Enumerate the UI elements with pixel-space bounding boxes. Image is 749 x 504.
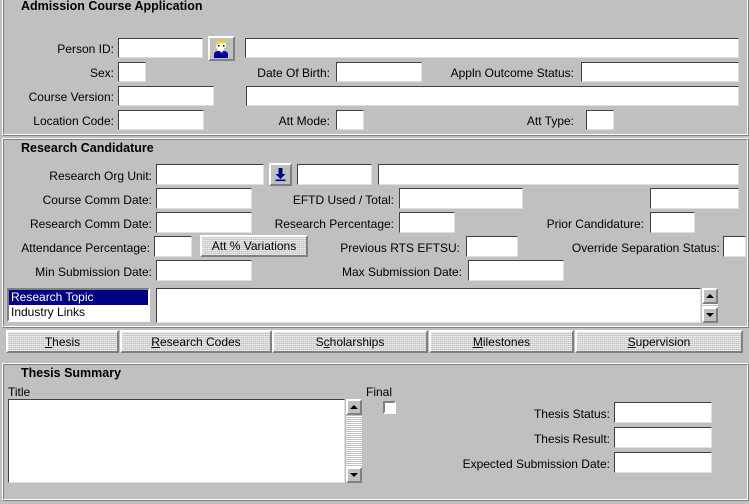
- research-comm-date-label: Research Comm Date:: [29, 217, 152, 231]
- scroll-up-button[interactable]: [702, 288, 718, 304]
- max-submission-date-label: Max Submission Date:: [341, 265, 462, 279]
- research-org-unit-code-input[interactable]: [297, 164, 372, 185]
- accelerator-char: S: [627, 334, 636, 349]
- accelerator-char: T: [44, 334, 53, 349]
- listbox-item[interactable]: Research Topic: [9, 290, 148, 305]
- appln-outcome-status-input[interactable]: [581, 62, 739, 82]
- att-mode-input[interactable]: [336, 110, 364, 130]
- scroll-down-button[interactable]: [702, 307, 718, 323]
- max-submission-date-input[interactable]: [468, 260, 564, 281]
- thesis-result-input[interactable]: [614, 427, 712, 448]
- scroll-up-icon: [350, 405, 358, 409]
- thesis-scroll-down-button[interactable]: [346, 467, 362, 483]
- scroll-up-icon: [706, 294, 714, 298]
- thesis-title-textarea[interactable]: [8, 399, 345, 483]
- prior-candidature-label: Prior Candidature:: [546, 217, 644, 231]
- course-name-input[interactable]: [246, 86, 739, 106]
- eftd-used-total-label: EFTD Used / Total:: [292, 193, 394, 207]
- tab-button-milestones[interactable]: Milestones: [429, 330, 574, 353]
- date-of-birth-input[interactable]: [336, 62, 422, 82]
- research-org-unit-dropdown-button[interactable]: [269, 163, 292, 186]
- accelerator-char: R: [151, 334, 160, 349]
- tab-button-label: Supervision: [627, 334, 691, 349]
- research-org-unit-input[interactable]: [156, 164, 264, 185]
- research-topic-detail-textarea[interactable]: [156, 288, 701, 323]
- previous-rts-eftsu-input[interactable]: [466, 236, 518, 257]
- min-submission-date-label: Min Submission Date:: [35, 265, 152, 279]
- att-percent-variations-button[interactable]: Att % Variations: [200, 235, 308, 257]
- thesis-group-title: Thesis Summary: [18, 366, 125, 380]
- research-percentage-label: Research Percentage:: [274, 217, 394, 231]
- admission-group-title: Admission Course Application: [18, 0, 206, 13]
- appln-outcome-status-label: Appln Outcome Status:: [450, 66, 574, 80]
- person-name-input[interactable]: [245, 38, 739, 58]
- tab-button-thesis[interactable]: Thesis: [6, 330, 119, 353]
- down-arrow-icon: [275, 168, 286, 182]
- final-checkbox[interactable]: [383, 401, 396, 414]
- thesis-scroll-up-button[interactable]: [346, 399, 362, 415]
- location-code-label: Location Code:: [33, 114, 114, 128]
- research-group-title: Research Candidature: [18, 141, 157, 155]
- tab-button-research-codes[interactable]: Research Codes: [120, 330, 272, 353]
- person-lookup-button[interactable]: [208, 36, 235, 61]
- course-version-label: Course Version:: [28, 90, 114, 104]
- tab-button-scholarships[interactable]: Scholarships: [272, 330, 428, 353]
- research-comm-date-input[interactable]: [156, 212, 252, 233]
- research-org-unit-label: Research Org Unit:: [49, 169, 152, 183]
- research-topic-scrollbar[interactable]: [702, 288, 718, 323]
- person-id-input[interactable]: [118, 38, 203, 58]
- person-id-label: Person ID:: [57, 42, 114, 56]
- final-label: Final: [366, 385, 393, 399]
- tab-button-label: Milestones: [472, 334, 531, 349]
- min-submission-date-input[interactable]: [156, 260, 252, 281]
- listbox-item[interactable]: Industry Links: [11, 305, 86, 319]
- override-separation-status-input[interactable]: [723, 236, 746, 257]
- date-of-birth-label: Date Of Birth:: [257, 66, 330, 80]
- research-percentage-input[interactable]: [399, 212, 455, 233]
- override-separation-status-label: Override Separation Status:: [571, 241, 720, 255]
- thesis-title-label: Title: [8, 385, 31, 399]
- accelerator-char: M: [472, 334, 483, 349]
- thesis-result-label: Thesis Result:: [533, 432, 610, 446]
- thesis-title-scrollbar[interactable]: [346, 399, 362, 483]
- expected-submission-date-input[interactable]: [614, 452, 712, 473]
- att-mode-label: Att Mode:: [278, 114, 330, 128]
- tab-button-label: Research Codes: [151, 334, 241, 349]
- scroll-down-icon: [350, 473, 358, 477]
- scroll-down-icon: [706, 313, 714, 317]
- location-code-input[interactable]: [118, 110, 204, 130]
- course-version-input[interactable]: [118, 86, 214, 106]
- att-percent-variations-label: Att % Variations: [211, 239, 297, 253]
- expected-submission-date-label: Expected Submission Date:: [462, 457, 610, 471]
- course-comm-date-input[interactable]: [156, 188, 252, 209]
- tab-button-label: Scholarships: [315, 334, 385, 349]
- attendance-percentage-label: Attendance Percentage:: [21, 241, 150, 255]
- sex-input[interactable]: [118, 62, 146, 82]
- previous-rts-eftsu-label: Previous RTS EFTSU:: [340, 241, 460, 255]
- eftd-used-input[interactable]: [399, 188, 523, 209]
- tab-button-label: Thesis: [44, 334, 81, 349]
- prior-candidature-input[interactable]: [650, 212, 695, 233]
- att-type-label: Att Type:: [526, 114, 574, 128]
- eftd-total-input[interactable]: [650, 188, 739, 209]
- accelerator-char: c: [323, 334, 330, 349]
- person-icon: [212, 39, 231, 58]
- attendance-percentage-input[interactable]: [154, 236, 192, 257]
- tab-button-supervision[interactable]: Supervision: [575, 330, 743, 353]
- thesis-status-input[interactable]: [614, 402, 712, 423]
- course-comm-date-label: Course Comm Date:: [42, 193, 152, 207]
- research-org-unit-name-input[interactable]: [378, 164, 739, 185]
- att-type-input[interactable]: [586, 110, 614, 130]
- thesis-status-label: Thesis Status:: [533, 407, 610, 421]
- sex-label: Sex:: [89, 66, 114, 80]
